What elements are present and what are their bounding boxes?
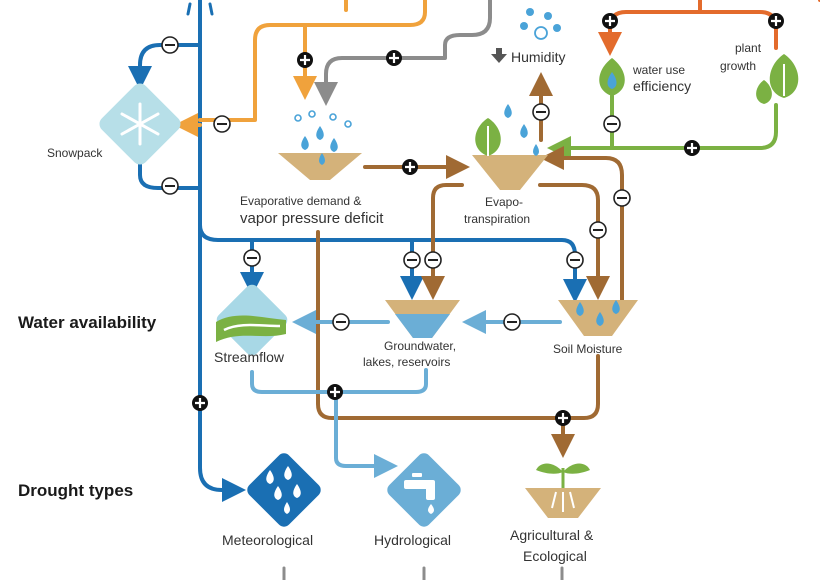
agricultural-node xyxy=(525,463,601,518)
groundwater-label-1: Groundwater, xyxy=(384,339,456,353)
precip-trunk xyxy=(198,0,246,502)
plant-growth-node xyxy=(756,54,799,104)
evapotranspiration-label-1: Evapo- xyxy=(485,195,523,209)
snowpack-to-precip xyxy=(138,160,202,190)
hydrological-label: Hydrological xyxy=(374,532,451,548)
soil-moisture-label: Soil Moisture xyxy=(553,342,623,356)
et-to-soil xyxy=(538,183,610,300)
snowpack-node xyxy=(99,83,181,165)
demand-to-ag xyxy=(316,230,600,420)
flow-lines xyxy=(128,0,820,580)
snowpack-label: Snowpack xyxy=(47,146,103,160)
water-use-efficiency-node xyxy=(599,58,625,96)
plant-growth-label-1: plant xyxy=(735,41,762,55)
streamflow-node xyxy=(216,284,288,356)
faucet-icon xyxy=(404,473,435,514)
temp-to-evap xyxy=(198,0,427,122)
groundwater-node xyxy=(385,300,460,338)
precip-to-water xyxy=(198,223,587,303)
water-use-label-1: water use xyxy=(632,63,685,77)
influence-signs xyxy=(161,13,784,426)
meteorological-label: Meteorological xyxy=(222,532,313,548)
humidity-drops xyxy=(520,8,561,40)
rain-icon xyxy=(266,466,301,514)
agricultural-label-2: Ecological xyxy=(523,548,587,564)
water-drop-icon xyxy=(576,300,620,326)
water-use-label-2: efficiency xyxy=(633,78,691,94)
snowflake-icon xyxy=(120,102,160,146)
evap-demand-label-1: Evaporative demand & xyxy=(240,194,361,208)
co2-line xyxy=(608,0,820,50)
humidity-to-evapdemand xyxy=(314,0,492,106)
row-label-drought-types: Drought types xyxy=(18,481,133,500)
water-drop-icon xyxy=(607,72,617,89)
humidity-label: Humidity xyxy=(511,49,565,65)
evap-demand-label-2: vapor pressure deficit xyxy=(240,210,384,227)
evap-demand-node xyxy=(278,110,362,180)
soil-to-et xyxy=(540,146,624,302)
bottom-stubs xyxy=(282,566,564,580)
soil-moisture-node xyxy=(558,300,638,336)
evapotranspiration-node xyxy=(472,104,548,190)
evapotranspiration-label-2: transpiration xyxy=(464,212,530,226)
water-drop-icon xyxy=(301,126,338,165)
seedling-icon xyxy=(536,463,590,512)
leaf-icon xyxy=(756,80,772,104)
labels: Humidity water use efficiency plant grow… xyxy=(18,41,762,564)
stream-icon xyxy=(216,315,286,342)
precip-drops xyxy=(186,2,214,16)
plant-growth-label-2: growth xyxy=(720,59,756,73)
groundwater-label-2: lakes, reservoirs xyxy=(363,355,450,369)
meteorological-node xyxy=(247,453,321,527)
hydrological-node xyxy=(387,453,461,527)
down-arrow-icon xyxy=(491,48,507,63)
water-drop-icon xyxy=(504,104,539,156)
to-hydrological xyxy=(334,390,398,478)
et-to-groundwater xyxy=(421,183,464,300)
row-label-water-availability: Water availability xyxy=(18,313,157,332)
agricultural-label-1: Agricultural & xyxy=(510,527,594,543)
growth-to-et xyxy=(547,103,778,160)
precip-to-snowpack xyxy=(128,43,202,90)
streamflow-label: Streamflow xyxy=(214,349,285,365)
